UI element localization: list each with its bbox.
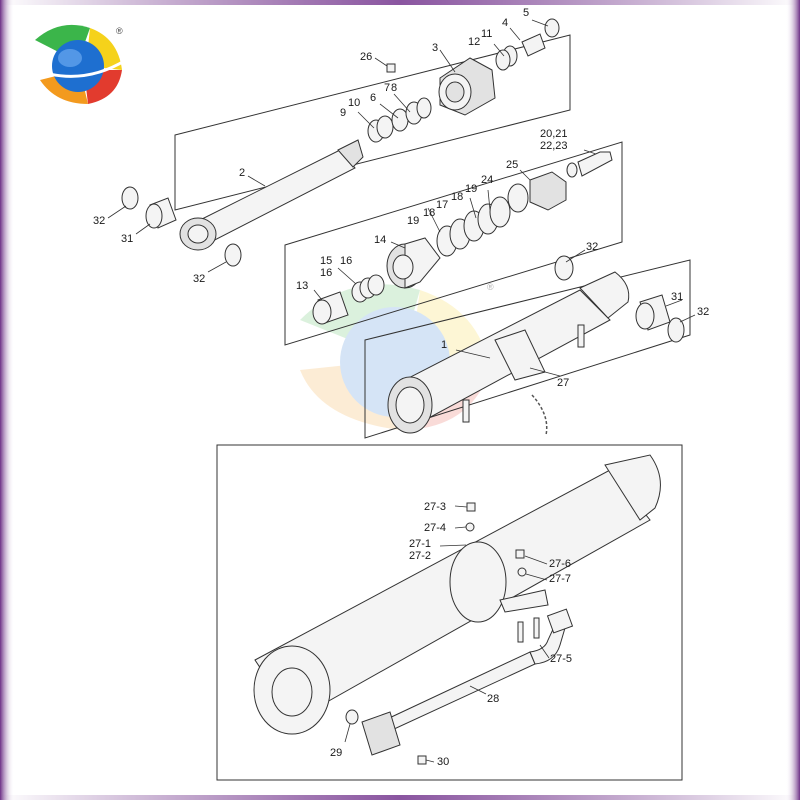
label-27-6: 27-6 [549,558,571,570]
label-20-21: 20,21 [540,128,568,140]
frame-top [0,0,800,5]
set-screw [566,151,613,178]
label-13: 13 [296,280,308,292]
watermark-registered-mark: ® [487,282,494,292]
rod-bushing [495,18,560,71]
part-labels: 5 4 11 12 3 26 7 8 6 10 9 2 32 31 32 20,… [93,7,709,768]
label-18-lower: 18 [423,207,435,219]
tube-panel-outline [364,259,691,439]
label-4: 4 [502,17,508,29]
label-9: 9 [340,107,346,119]
detail-pipe [384,608,574,731]
label-2: 2 [239,167,245,179]
label-28: 28 [487,693,499,705]
label-24: 24 [481,174,493,186]
piston [386,237,441,289]
label-7: 7 [384,82,390,94]
piston-bushing [312,291,349,325]
frame-bottom [0,795,800,800]
label-22-23: 22,23 [540,140,568,152]
label-11: 11 [481,28,492,40]
label-27-4: 27-4 [424,522,446,534]
screw-26 [386,63,396,73]
piston-panel-outline [284,141,623,346]
detail-bolts [345,502,540,765]
label-32-top-left: 32 [93,215,105,227]
label-8: 8 [391,82,397,94]
label-27: 27 [557,377,569,389]
zoom-arrow [531,394,548,436]
cylinder-tube [387,271,630,434]
label-19-upper: 19 [465,183,477,195]
label-18-upper: 18 [451,191,463,203]
label-31-left: 31 [121,233,133,245]
label-29: 29 [330,747,342,759]
label-3: 3 [432,42,438,54]
piston-seals-15-16 [351,274,385,303]
label-12: 12 [468,36,480,48]
label-32-right: 32 [697,306,709,318]
piston-rings [436,196,511,257]
label-16-upper: 16 [340,255,352,267]
label-32-middle: 32 [586,241,598,253]
label-27-2: 27-2 [409,550,431,562]
label-27-1: 27-1 [409,538,431,550]
label-1: 1 [441,339,447,351]
label-15: 15 [320,255,332,267]
rod-seals [367,97,432,143]
label-19-lower: 19 [407,215,419,227]
label-27-5: 27-5 [550,653,572,665]
piston-nut [507,171,567,213]
label-6: 6 [370,92,376,104]
label-26: 26 [360,51,372,63]
rod-pin-bushing [121,186,242,267]
company-logo: ® [29,24,127,104]
detail-clamp [449,541,549,623]
label-17: 17 [436,199,448,211]
registered-mark: ® [116,26,123,36]
label-27-3: 27-3 [424,501,446,513]
leader-lines [107,19,696,763]
label-14: 14 [374,234,386,246]
label-27-7: 27-7 [549,573,571,585]
label-31-right: 31 [671,291,683,303]
label-5: 5 [523,7,529,19]
label-30: 30 [437,756,449,768]
label-16-lower: 16 [320,267,332,279]
frame-left [0,0,14,800]
detail-panel-outline [216,444,683,781]
rod-panel-outline [174,34,571,211]
detail-flange-block [361,711,401,756]
label-10: 10 [348,97,360,109]
frame-right [786,0,800,800]
piston-rod [179,139,364,251]
rod-cover [438,57,496,116]
label-32-bottom-left: 32 [193,273,205,285]
label-25: 25 [506,159,518,171]
tube-pin-bushing [554,255,685,343]
